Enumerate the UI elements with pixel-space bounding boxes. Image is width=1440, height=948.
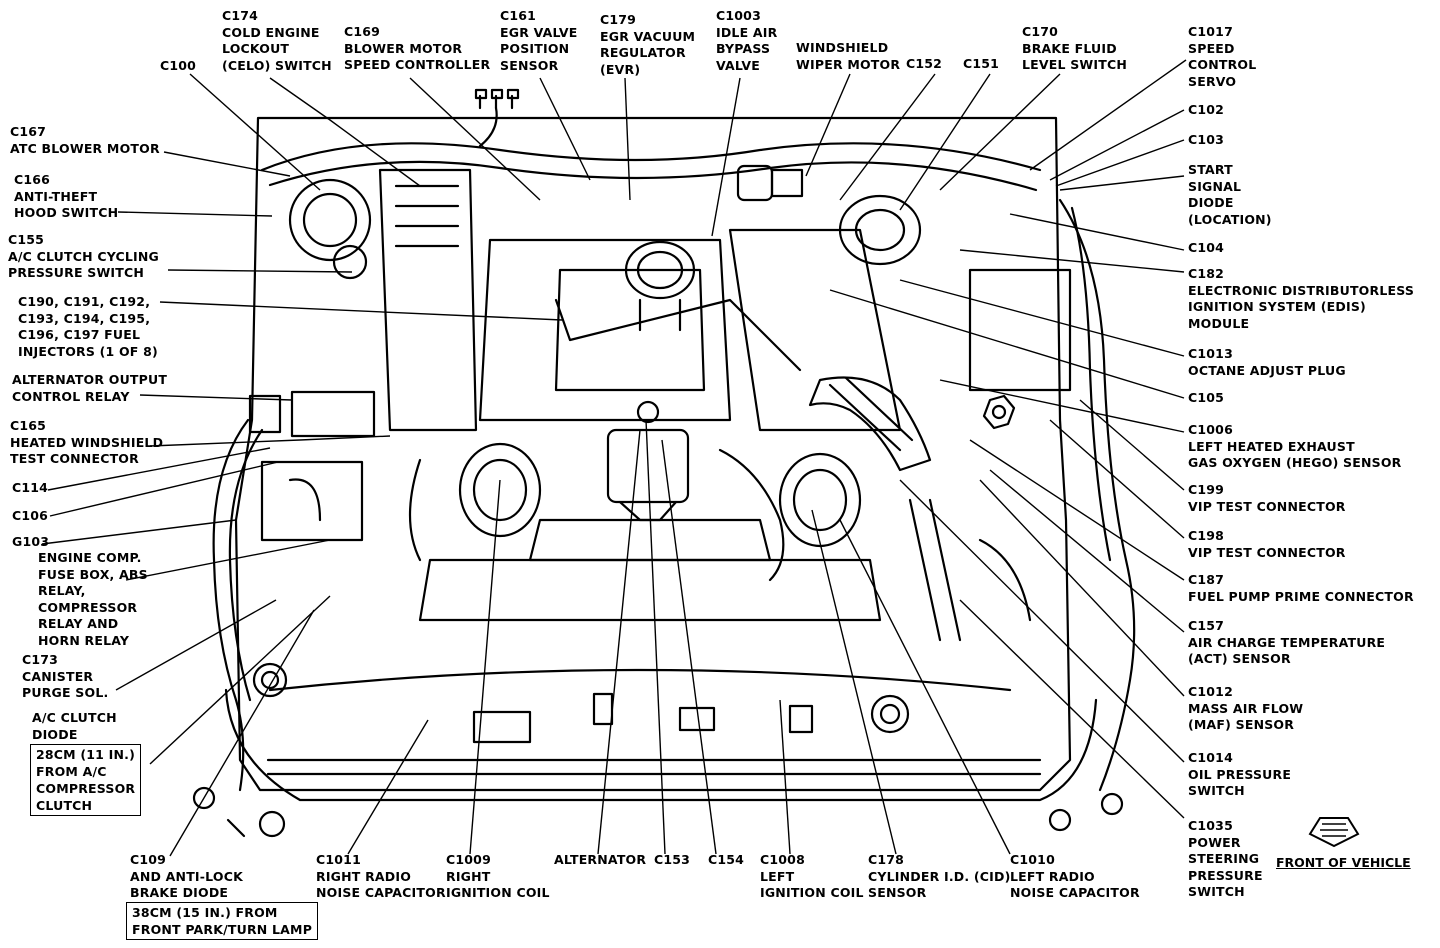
label-c104: C104 <box>1188 240 1225 255</box>
label-ac-clutch-diode: A/C CLUTCH DIODE <box>32 710 117 742</box>
label-c179: C179 EGR VACUUM REGULATOR (EVR) <box>600 12 696 77</box>
label-c165: C165 HEATED WINDSHIELD TEST CONNECTOR <box>10 418 164 466</box>
label-c182: C182 ELECTRONIC DISTRIBUTORLESS IGNITION… <box>1188 266 1415 331</box>
label-c1017: C1017 SPEED CONTROL SERVO <box>1188 24 1257 89</box>
label-c1008: C1008 LEFT IGNITION COIL <box>760 852 864 900</box>
label-alternator: ALTERNATOR <box>554 852 647 867</box>
label-c1012: C1012 MASS AIR FLOW (MAF) SENSOR <box>1188 684 1304 732</box>
front-of-vehicle-label: FRONT OF VEHICLE <box>1276 855 1411 870</box>
label-c161: C161 EGR VALVE POSITION SENSOR <box>500 8 578 73</box>
label-c167: C167 ATC BLOWER MOTOR <box>10 124 160 156</box>
label-c1035: C1035 POWER STEERING PRESSURE SWITCH <box>1188 818 1263 899</box>
label-fuse-box: ENGINE COMP. FUSE BOX, ABS RELAY, COMPRE… <box>38 550 148 648</box>
label-c157: C157 AIR CHARGE TEMPERATURE (ACT) SENSOR <box>1188 618 1386 666</box>
label-c103: C103 <box>1188 132 1225 147</box>
label-c1011: C1011 RIGHT RADIO NOISE CAPACITOR <box>316 852 446 900</box>
label-c109: C109 AND ANTI-LOCK BRAKE DIODE <box>130 852 243 900</box>
label-c1003: C1003 IDLE AIR BYPASS VALVE <box>716 8 778 73</box>
label-c1006: C1006 LEFT HEATED EXHAUST GAS OXYGEN (HE… <box>1188 422 1402 470</box>
down-arrow-icon <box>1308 817 1360 848</box>
label-c190-injectors: C190, C191, C192, C193, C194, C195, C196… <box>18 294 158 359</box>
label-c170: C170 BRAKE FLUID LEVEL SWITCH <box>1022 24 1128 72</box>
label-c173: C173 CANISTER PURGE SOL. <box>22 652 109 700</box>
label-c1009: C1009 RIGHT IGNITION COIL <box>446 852 550 900</box>
label-c100: C100 <box>160 58 197 73</box>
label-c1013: C1013 OCTANE ADJUST PLUG <box>1188 346 1346 378</box>
label-c1014: C1014 OIL PRESSURE SWITCH <box>1188 750 1292 798</box>
label-c1010: C1010 LEFT RADIO NOISE CAPACITOR <box>1010 852 1140 900</box>
label-c169: C169 BLOWER MOTOR SPEED CONTROLLER <box>344 24 491 72</box>
label-c106: C106 <box>12 508 49 523</box>
label-c153: C153 <box>654 852 691 867</box>
label-c102: C102 <box>1188 102 1225 117</box>
label-start-signal-diode: START SIGNAL DIODE (LOCATION) <box>1188 162 1272 227</box>
label-c151: C151 <box>963 56 1000 71</box>
label-c199: C199 VIP TEST CONNECTOR <box>1188 482 1346 514</box>
label-ac-diode-note: 28CM (11 IN.) FROM A/C COMPRESSOR CLUTCH <box>30 744 142 816</box>
label-c155: C155 A/C CLUTCH CYCLING PRESSURE SWITCH <box>8 232 160 280</box>
label-c187: C187 FUEL PUMP PRIME CONNECTOR <box>1188 572 1414 604</box>
label-alternator-relay: ALTERNATOR OUTPUT CONTROL RELAY <box>12 372 168 404</box>
label-c114: C114 <box>12 480 49 495</box>
label-c105: C105 <box>1188 390 1225 405</box>
label-wiper-motor: WINDSHIELD WIPER MOTOR <box>796 40 901 72</box>
label-c198: C198 VIP TEST CONNECTOR <box>1188 528 1346 560</box>
label-c178: C178 CYLINDER I.D. (CID) SENSOR <box>868 852 1011 900</box>
label-c174: C174 COLD ENGINE LOCKOUT (CELO) SWITCH <box>222 8 332 73</box>
label-c152: C152 <box>906 56 943 71</box>
label-c166: C166 ANTI-THEFT HOOD SWITCH <box>14 172 119 220</box>
label-c109-note: 38CM (15 IN.) FROM FRONT PARK/TURN LAMP <box>126 902 319 940</box>
label-g103: G103 <box>12 534 50 549</box>
label-c154: C154 <box>708 852 745 867</box>
